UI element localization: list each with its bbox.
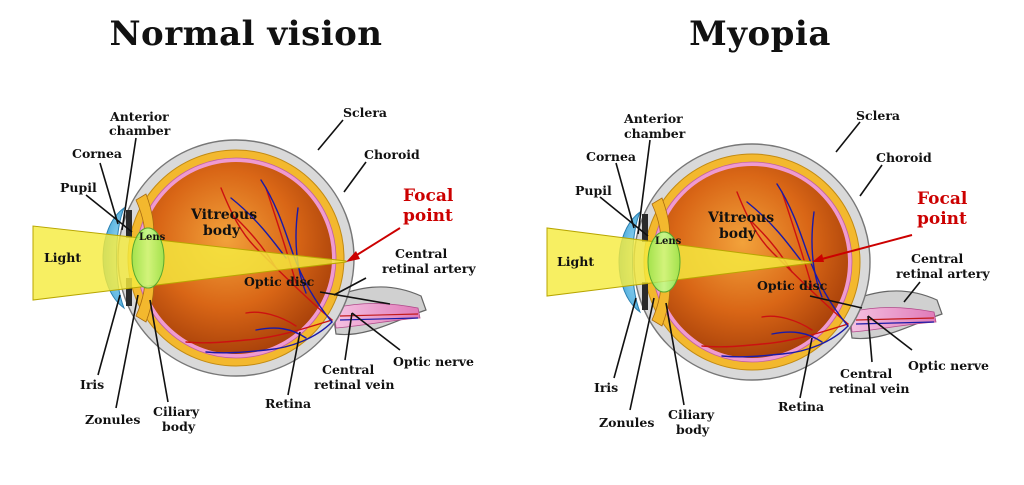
label-ciliary-1: Ciliary [153,404,200,419]
label-central-vein-2-r: retinal vein [829,381,909,396]
label-optic-disc-r: Optic disc [757,278,828,293]
label-anterior-chamber-2: chamber [109,123,171,138]
label-central-artery-2-r: retinal artery [896,266,990,281]
label-iris-r: Iris [594,380,618,395]
label-central-artery-1: Central [395,246,447,261]
label-choroid-r: Choroid [876,150,932,165]
leader-lines-left [85,119,401,409]
title-normal-vision: Normal vision [109,14,383,54]
label-central-artery-1-r: Central [911,251,963,266]
label-central-artery-2: retinal artery [382,261,476,276]
label-lens: Lens [139,232,166,243]
label-anterior-chamber-1: Anterior [109,109,169,124]
label-vitreous-1-r: Vitreous [707,210,774,226]
label-optic-nerve: Optic nerve [393,354,474,369]
label-ciliary-2: body [162,419,196,434]
label-sclera-r: Sclera [856,108,900,123]
label-light-r: Light [557,254,594,269]
label-anterior-chamber-1-r: Anterior [623,111,683,126]
label-vitreous-2: body [203,223,241,239]
label-lens-r: Lens [655,236,682,247]
label-cornea: Cornea [72,146,122,161]
eye-myopia [546,143,943,381]
label-central-vein-1: Central [322,362,374,377]
labels-right: Anterior chamber Cornea Pupil Light Lens… [557,108,990,437]
label-light: Light [44,250,81,265]
label-focal-point-2-r: point [917,209,967,229]
label-anterior-chamber-2-r: chamber [624,126,686,141]
label-ciliary-2-r: body [676,422,710,437]
label-sclera: Sclera [343,105,387,120]
label-central-vein-1-r: Central [840,366,892,381]
leader-lines-right [599,121,921,411]
label-central-vein-2: retinal vein [314,377,394,392]
label-retina-r: Retina [778,399,824,414]
label-choroid: Choroid [364,147,420,162]
label-zonules-r: Zonules [599,415,654,430]
label-vitreous-1: Vitreous [190,207,257,223]
label-cornea-r: Cornea [586,149,636,164]
label-optic-disc: Optic disc [244,274,315,289]
label-focal-point-1-r: Focal [917,189,968,209]
label-iris: Iris [80,377,104,392]
eye-normal [32,139,427,377]
label-zonules: Zonules [85,412,140,427]
label-pupil: Pupil [60,180,97,195]
title-myopia: Myopia [689,14,831,54]
label-optic-nerve-r: Optic nerve [908,358,989,373]
label-retina: Retina [265,396,311,411]
label-pupil-r: Pupil [575,183,612,198]
labels-left: Anterior chamber Cornea Pupil Light Lens… [44,105,476,434]
label-focal-point-1: Focal [403,186,454,206]
label-ciliary-1-r: Ciliary [668,407,715,422]
label-focal-point-2: point [403,206,453,226]
label-vitreous-2-r: body [719,226,757,242]
